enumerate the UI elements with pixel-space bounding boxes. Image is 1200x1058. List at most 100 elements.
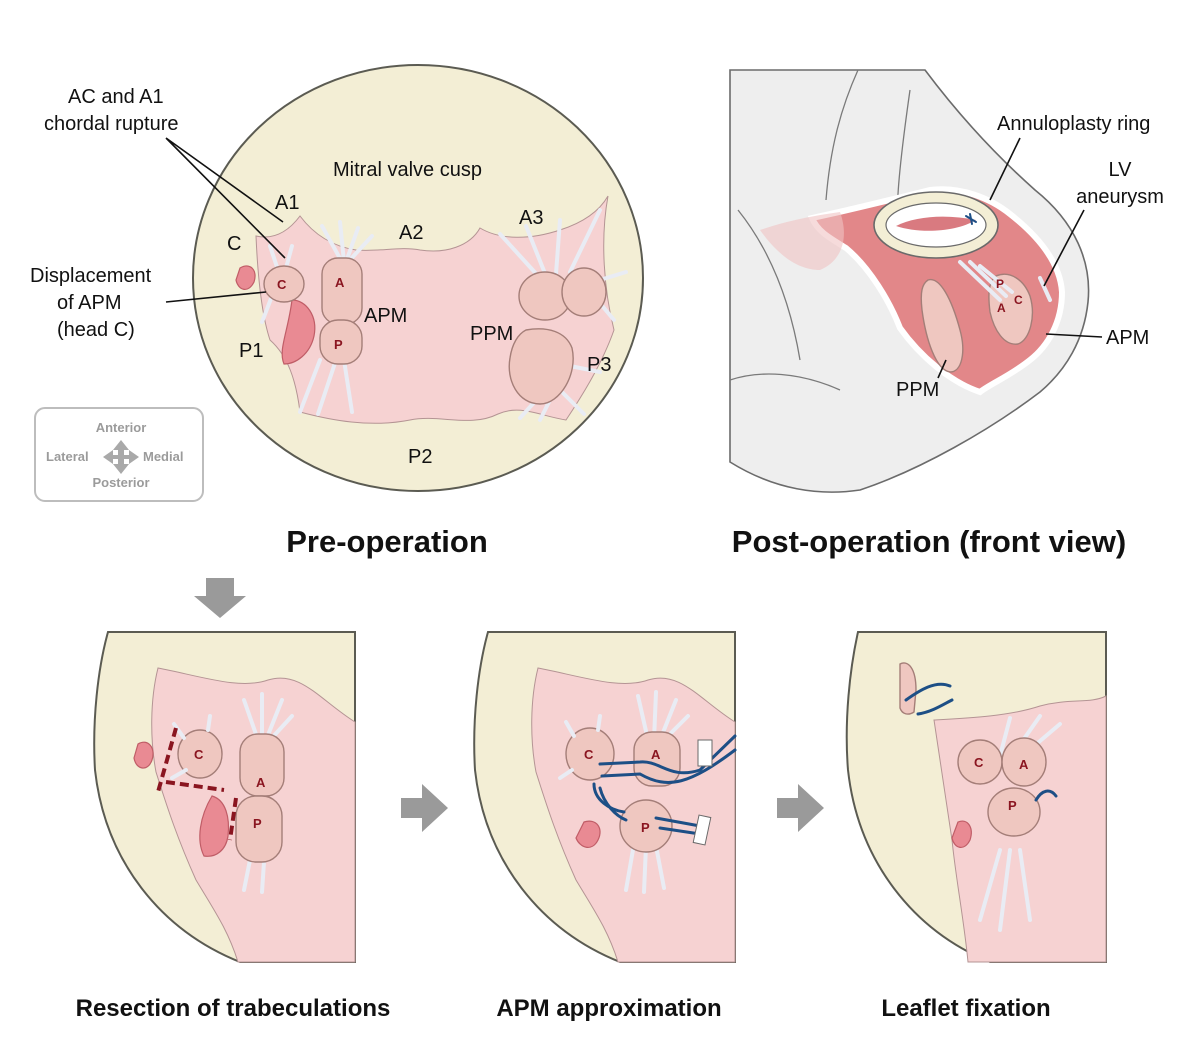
step2-suture-4 xyxy=(598,786,702,836)
post-op-apm-label: APM xyxy=(1106,327,1149,349)
pre-op-displacement-1: Displacement xyxy=(30,265,152,287)
pre-op-rupture-label-1: AC and A1 xyxy=(68,86,164,108)
post-op-head-p: P xyxy=(996,277,1004,291)
pre-op-displacement-2: of APM xyxy=(57,292,121,314)
step1-head-p xyxy=(235,795,283,863)
right-arrow-icon-1 xyxy=(401,784,448,832)
post-op-ring-suture-icon xyxy=(965,213,977,225)
pre-op-displaced-muscle xyxy=(281,299,316,365)
post-op-chordae xyxy=(958,260,1052,302)
post-op-lv-leader xyxy=(1043,209,1085,287)
post-op-lv-label-1: LV xyxy=(1109,159,1133,181)
post-op-ppm xyxy=(920,278,964,373)
step2-head-p xyxy=(619,799,673,853)
pre-op-title: Pre-operation xyxy=(286,524,488,559)
post-op-apm-leader xyxy=(1045,333,1103,338)
step1-cut-line-1 xyxy=(156,727,178,793)
pre-op-head-a xyxy=(321,257,363,325)
post-op-ppm-leader xyxy=(937,359,947,379)
pre-op-seg-a1: A1 xyxy=(275,192,299,214)
down-arrow-icon xyxy=(194,578,246,618)
pre-op-ppm-head-2 xyxy=(561,267,607,317)
step1-chordae-c xyxy=(170,714,212,780)
step-approximation-panel: C A P APM approximation xyxy=(473,631,737,1022)
pre-op-seg-p3: P3 xyxy=(587,354,611,376)
post-op-ppm-label: PPM xyxy=(896,379,939,401)
step-resection-panel: C A P Resection of trabeculations xyxy=(76,631,391,1022)
step1-head-c-label: C xyxy=(194,747,204,762)
pre-op-seg-p1: P1 xyxy=(239,340,263,362)
step3-head-p-label: P xyxy=(1008,798,1017,813)
step1-cut-line-2 xyxy=(165,780,225,792)
step2-head-a xyxy=(633,731,681,787)
step2-head-c xyxy=(565,727,615,781)
step2-suture-3 xyxy=(592,782,702,828)
compass-anterior: Anterior xyxy=(96,420,147,435)
post-op-lv-label-2: aneurysm xyxy=(1076,186,1164,208)
step3-suture-2 xyxy=(916,698,954,716)
step2-head-c-label: C xyxy=(584,747,594,762)
pre-op-chordae-c xyxy=(260,244,294,324)
pre-op-seg-p2: P2 xyxy=(408,446,432,468)
step2-suture-2 xyxy=(600,748,737,784)
step1-trabeculation xyxy=(199,795,230,857)
step-fixation-panel: C A P Leaflet fixation xyxy=(845,631,1107,1022)
pre-op-head-a-label: A xyxy=(335,275,345,290)
step2-residual-tissue xyxy=(575,820,601,848)
step2-pledget-2 xyxy=(692,814,712,846)
pre-op-chordae-apm xyxy=(298,220,374,416)
step3-residual-tissue xyxy=(951,820,972,848)
compass-medial: Medial xyxy=(143,449,183,464)
orientation-compass: Anterior Posterior Lateral Medial xyxy=(34,407,204,502)
step3-caption: Leaflet fixation xyxy=(881,995,1050,1022)
step2-head-a-label: A xyxy=(651,747,661,762)
compass-cross-icon xyxy=(103,440,139,474)
post-op-ring-leader xyxy=(989,137,1021,201)
step1-head-p-label: P xyxy=(253,816,262,831)
step2-chordae-c xyxy=(558,714,602,780)
pre-op-rupture-label-2: chordal rupture xyxy=(44,113,179,135)
pre-op-ppm-body xyxy=(508,328,574,405)
pre-op-ppm-label: PPM xyxy=(470,323,513,345)
pre-op-seg-a3: A3 xyxy=(519,207,543,229)
pre-op-apm-label: APM xyxy=(364,305,407,327)
step3-leaflet-flap xyxy=(899,662,917,715)
step1-head-c xyxy=(177,729,223,779)
step1-chordae xyxy=(242,692,294,894)
step3-head-a-label: A xyxy=(1019,757,1029,772)
pre-op-seg-a2: A2 xyxy=(399,222,423,244)
post-op-title: Post-operation (front view) xyxy=(732,524,1126,559)
pre-op-cusp-label: Mitral valve cusp xyxy=(333,159,482,181)
step3-suture-1 xyxy=(904,682,952,702)
step1-head-a-label: A xyxy=(256,775,266,790)
right-arrow-icon-2 xyxy=(777,784,824,832)
pre-operation-panel: A P C Mitral valve cusp A1 A2 A3 C P1 P2… xyxy=(30,64,644,559)
post-op-ring-label: Annuloplasty ring xyxy=(997,113,1150,135)
pre-op-chordae-ppm xyxy=(498,208,628,422)
pre-op-head-p-label: P xyxy=(334,337,343,352)
post-op-head-c: C xyxy=(1014,293,1023,307)
step1-caption: Resection of trabeculations xyxy=(76,995,391,1022)
pre-op-head-p xyxy=(319,319,363,365)
post-op-ventricle-fade xyxy=(760,212,844,270)
step2-chordae xyxy=(624,690,690,894)
step3-head-p xyxy=(987,787,1041,837)
pre-op-seg-c: C xyxy=(227,233,241,255)
pre-op-displacement-3: (head C) xyxy=(57,319,135,341)
pre-op-rupture-leader xyxy=(165,137,286,259)
step2-head-p-label: P xyxy=(641,820,650,835)
step3-head-c-label: C xyxy=(974,755,984,770)
pre-op-lateral-tissue xyxy=(235,265,256,290)
step3-chordae xyxy=(978,714,1062,932)
post-operation-panel: P A C Annuloplasty ring LV aneurysm APM … xyxy=(729,69,1164,559)
step2-pledget-1 xyxy=(697,739,713,767)
pre-op-head-c-label: C xyxy=(277,277,287,292)
post-op-outline-lines xyxy=(729,69,911,391)
step2-suture-1 xyxy=(598,734,737,775)
step2-caption: APM approximation xyxy=(496,995,721,1022)
step3-head-a xyxy=(1001,737,1047,787)
post-op-head-a: A xyxy=(997,301,1006,315)
compass-posterior: Posterior xyxy=(92,475,149,490)
pre-op-head-c xyxy=(263,265,305,303)
